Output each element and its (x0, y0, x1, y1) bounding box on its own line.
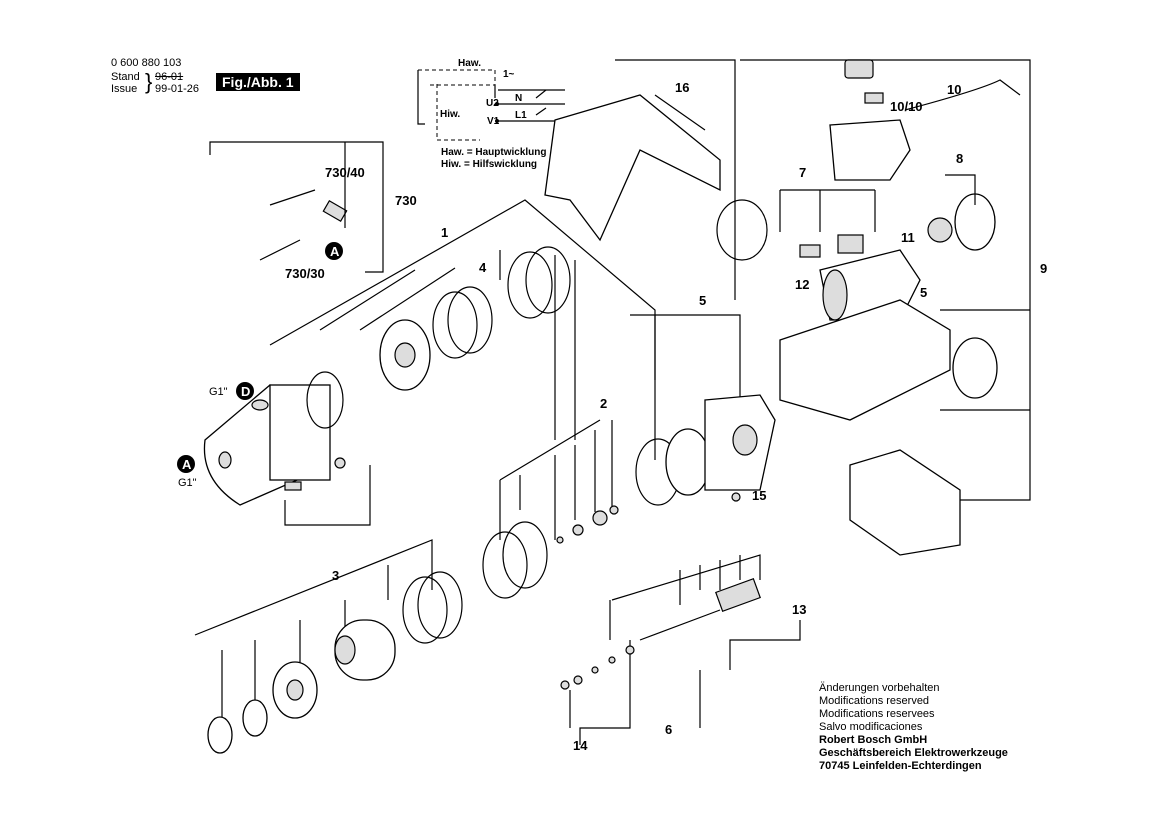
label-6: 6 (665, 722, 672, 737)
label-7: 7 (799, 165, 806, 180)
wiring-u2: U2 (486, 98, 499, 109)
wiring-diagram: Haw. Hiw. 1~ U2 V1 N L1 Haw. = Hauptwick… (417, 58, 565, 170)
footer-company: Robert Bosch GmbH (819, 734, 928, 746)
motor-flange-5 (630, 314, 776, 506)
marker-a-hose (325, 242, 343, 260)
label-9: 9 (1040, 261, 1047, 276)
footer-line-2: Modifications reserved (819, 695, 930, 707)
motor-assembly-9 (716, 59, 1031, 556)
marker-a-hose-text: A (330, 244, 340, 259)
impeller-stage-3 (194, 539, 463, 754)
footer-division: Geschäftsbereich Elektrowerkzeuge (819, 747, 1008, 759)
wiring-legend-2: Hiw. = Hilfswicklung (441, 159, 537, 170)
marker-a-pump-text: A (182, 457, 192, 472)
label-730: 730 (395, 193, 417, 208)
housing-cover-16 (544, 59, 736, 300)
footer-line-3: Modifications reservees (819, 708, 935, 720)
label-16: 16 (675, 80, 689, 95)
label-15: 15 (752, 488, 766, 503)
label-4: 4 (479, 260, 487, 275)
label-12: 12 (795, 277, 809, 292)
part-number: 0 600 880 103 (111, 57, 182, 69)
label-5-motor: 5 (920, 285, 927, 300)
wiring-n: N (515, 93, 522, 104)
label-10: 10 (947, 82, 961, 97)
issue-value: 99-01-26 (155, 83, 200, 95)
label-14: 14 (573, 738, 588, 753)
marker-d (236, 382, 254, 400)
footer-line-4: Salvo modificaciones (819, 721, 923, 733)
wiring-hiw: Hiw. (440, 109, 460, 120)
pump-housing-1 (203, 199, 656, 526)
label-1: 1 (441, 225, 448, 240)
wiring-legend-1: Haw. = Hauptwicklung (441, 147, 546, 158)
wiring-haw: Haw. (458, 58, 481, 69)
hose-730 (103, 141, 384, 273)
label-8: 8 (956, 151, 963, 166)
label-3: 3 (332, 568, 339, 583)
marker-d-text: D (241, 384, 250, 399)
wiring-v1: V1 (487, 116, 500, 127)
seal-parts-2 (482, 419, 619, 599)
footer-address: 70745 Leinfelden-Echterdingen (819, 760, 982, 772)
stand-label: Stand (111, 71, 140, 83)
footer: Änderungen vorbehalten Modifications res… (819, 682, 1008, 773)
issue-label: Issue (111, 83, 138, 95)
label-730-30: 730/30 (285, 266, 325, 281)
marker-a-pump (177, 455, 195, 473)
label-g1-bottom: G1" (178, 477, 197, 489)
label-10-10: 10/10 (890, 99, 923, 114)
label-5: 5 (699, 293, 706, 308)
wiring-l1: L1 (515, 110, 527, 121)
label-730-40: 730/40 (325, 165, 365, 180)
label-13: 13 (792, 602, 806, 617)
brace: } (145, 69, 153, 94)
label-g1-top: G1" (209, 386, 228, 398)
label-11: 11 (901, 230, 915, 245)
rotor-shaft-13 (560, 554, 801, 745)
wiring-supply: 1~ (503, 69, 515, 80)
figure-label: Fig./Abb. 1 (216, 73, 300, 91)
stand-value: 96-01 (155, 71, 184, 83)
label-2: 2 (600, 396, 607, 411)
footer-line-1: Änderungen vorbehalten (819, 682, 940, 694)
